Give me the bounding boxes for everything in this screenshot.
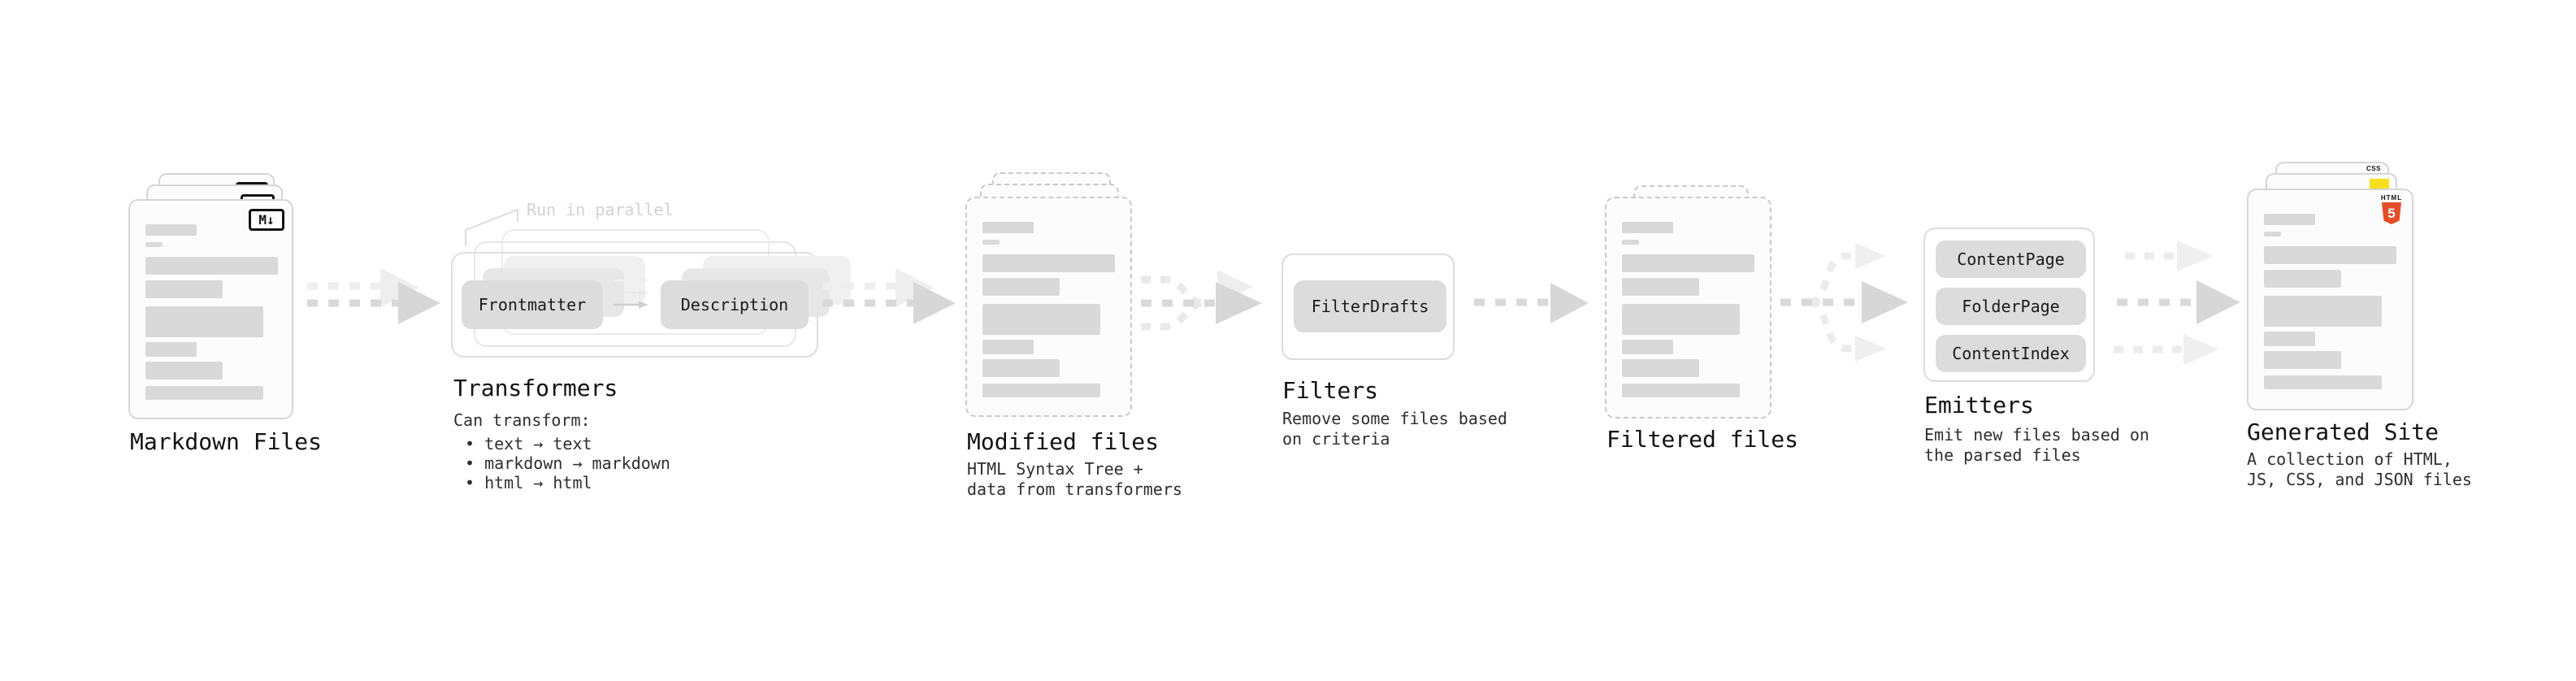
pill-description: Description [661, 280, 809, 329]
content-bar [145, 386, 263, 400]
markdown-icon: M↓ [249, 209, 284, 231]
content-bar [1622, 359, 1699, 377]
content-bar [982, 304, 1100, 335]
emit-arrows [2114, 241, 2240, 365]
stage-title-emitters: Emitters [1924, 392, 2034, 419]
html5-icon: HTML 5 [2381, 194, 2402, 224]
flow-arrow [822, 268, 956, 324]
stage-title-filtered-files: Filtered files [1607, 426, 1799, 453]
leader-line [465, 208, 518, 245]
flow-arrow [307, 268, 440, 324]
stage-title-transformers: Transformers [453, 375, 618, 401]
content-bar [2264, 351, 2341, 369]
content-bar [2264, 332, 2315, 346]
content-bar [982, 359, 1060, 377]
filters-desc: Remove some files based on criteria [1282, 409, 1507, 449]
pill-contentindex: ContentIndex [1936, 335, 2086, 372]
desc-line: on criteria [1282, 429, 1390, 449]
content-bar [982, 278, 1060, 296]
content-bar [2264, 232, 2281, 236]
content-bar [145, 242, 163, 247]
flow-arrow [1474, 283, 1589, 323]
content-bar [1622, 278, 1699, 296]
pill-contentpage: ContentPage [1936, 241, 2086, 278]
desc-line: JS, CSS, and JSON files [2247, 470, 2472, 489]
content-bar [2264, 246, 2396, 264]
content-bar [145, 362, 223, 380]
bullet-item: • text → text [465, 434, 592, 453]
file-card-front: M↓ [128, 199, 293, 419]
desc-line: A collection of HTML, [2247, 449, 2452, 469]
js-icon [2370, 179, 2389, 189]
content-bar [982, 254, 1115, 272]
emitters-box: ContentPage FolderPage ContentIndex [1923, 228, 2095, 382]
content-bar [1622, 222, 1673, 233]
content-bar [1622, 340, 1673, 354]
content-bar [1622, 304, 1740, 335]
stage-title-modified-files: Modified files [967, 428, 1160, 455]
content-bar [982, 384, 1100, 397]
stage-title-generated-site: Generated Site [2247, 419, 2439, 445]
content-bar [2264, 214, 2315, 225]
css-label: CSS [2366, 165, 2381, 172]
html5-label: HTML [2380, 194, 2403, 202]
content-bar [145, 342, 197, 357]
content-bar [982, 240, 1000, 245]
pill-filterdrafts: FilterDrafts [1294, 280, 1446, 332]
filters-box: FilterDrafts [1281, 254, 1455, 360]
transformers-bullets: • text → text • markdown → markdown • ht… [465, 434, 670, 492]
modified-files-desc: HTML Syntax Tree + data from transformer… [967, 459, 1182, 500]
stage-title-markdown-files: Markdown Files [130, 428, 323, 455]
run-in-parallel-note: Run in parallel [527, 200, 674, 219]
merge-arrow [1141, 270, 1262, 331]
content-bar [145, 306, 263, 337]
bullet-item: • markdown → markdown [465, 453, 670, 473]
html5-number: 5 [2387, 205, 2396, 221]
content-bar [1622, 384, 1740, 397]
file-card-front [965, 197, 1132, 417]
bullet-item: • html → html [465, 473, 592, 492]
stage-title-filters: Filters [1282, 377, 1379, 404]
content-bar [1622, 254, 1754, 272]
desc-line: the parsed files [1924, 445, 2081, 465]
desc-line: data from transformers [967, 479, 1182, 499]
desc-line: Remove some files based [1282, 409, 1507, 428]
content-bar [145, 280, 223, 298]
content-bar [982, 340, 1034, 354]
emitters-desc: Emit new files based on the parsed files [1924, 425, 2149, 466]
desc-line: Emit new files based on [1924, 425, 2149, 445]
content-bar [982, 222, 1034, 233]
content-bar [145, 224, 197, 236]
transformers-desc-title: Can transform: [453, 410, 591, 430]
content-bar [2264, 270, 2341, 288]
pill-frontmatter: Frontmatter [462, 280, 603, 329]
generated-site-desc: A collection of HTML, JS, CSS, and JSON … [2247, 449, 2472, 490]
split-arrow [1780, 243, 1908, 362]
content-bar [145, 257, 278, 275]
content-bar [2264, 375, 2382, 389]
file-card-front: HTML 5 [2247, 189, 2413, 410]
content-bar [1622, 240, 1639, 245]
content-bar [2264, 296, 2382, 327]
file-card-front [1605, 197, 1772, 419]
desc-line: HTML Syntax Tree + [967, 459, 1143, 479]
pill-folderpage: FolderPage [1936, 288, 2086, 325]
transform-mini-arrows [614, 276, 648, 309]
